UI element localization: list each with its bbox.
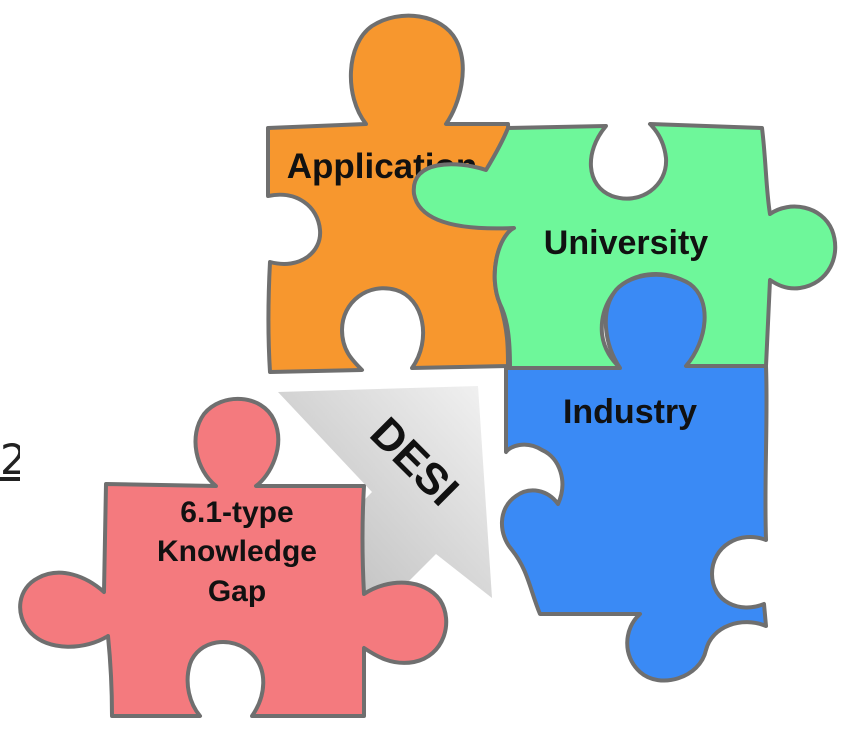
industry-piece: Industry	[499, 272, 769, 683]
edge-text: 2	[0, 435, 20, 484]
knowledge-gap-label-line-1: 6.1-type	[180, 496, 293, 529]
industry-piece-shape	[499, 272, 769, 683]
knowledge-gap-label-line-2: Knowledge	[157, 535, 317, 568]
knowledge-gap-label-line-3: Gap	[208, 575, 266, 608]
knowledge-gap-piece: 6.1-type Knowledge Gap	[18, 397, 449, 718]
university-piece: University	[411, 122, 838, 370]
university-label: University	[544, 224, 708, 262]
knowledge-gap-piece-shape	[18, 397, 449, 718]
industry-label: Industry	[563, 393, 697, 431]
